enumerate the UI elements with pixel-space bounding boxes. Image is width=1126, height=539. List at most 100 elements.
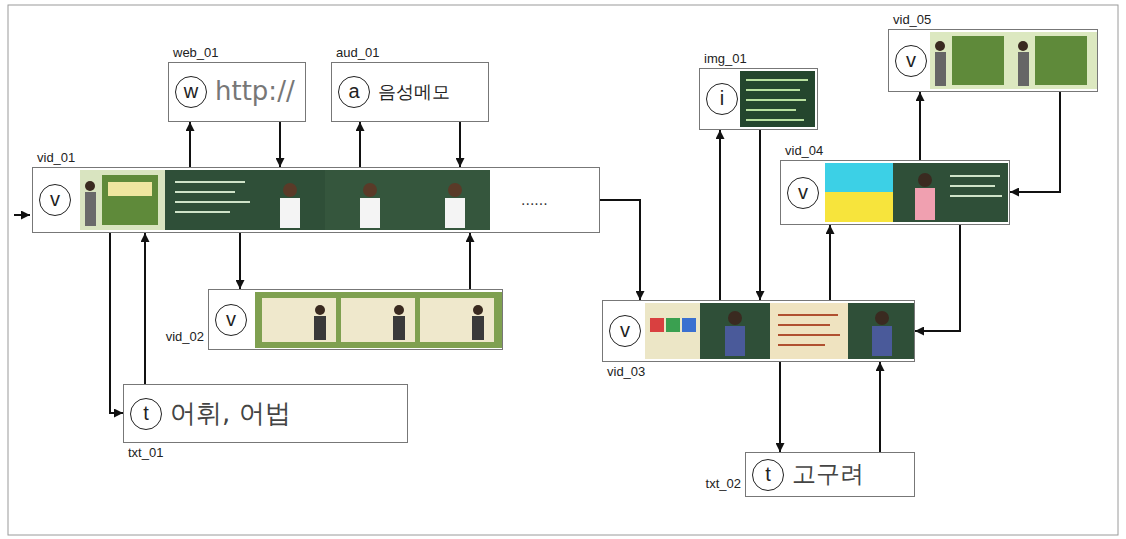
flow-arrow xyxy=(110,233,123,413)
flow-arrow xyxy=(279,122,281,167)
flow-arrow xyxy=(189,122,191,167)
media-box: t고구려txt_02 xyxy=(745,452,915,497)
thumb-frame xyxy=(80,170,165,230)
poster xyxy=(262,298,336,342)
media-type-icon: v xyxy=(215,304,247,336)
chalk-lines xyxy=(950,176,1002,196)
person-head xyxy=(363,183,377,197)
flow-arrow xyxy=(144,233,146,384)
media-type-icon: a xyxy=(338,76,370,108)
box-id-label: web_01 xyxy=(173,45,219,61)
person-head xyxy=(935,41,945,51)
media-type-icon: t xyxy=(752,459,784,491)
flow-arrow xyxy=(239,233,241,289)
entry-arrow xyxy=(14,214,30,216)
person-body xyxy=(915,188,935,220)
text-lines xyxy=(746,80,808,120)
media-box: whttp://web_01 xyxy=(168,62,306,122)
icon-letter: t xyxy=(143,403,149,423)
media-box: iimg_01 xyxy=(699,68,818,130)
person-head xyxy=(875,311,889,325)
tile xyxy=(650,318,664,332)
box-id-label: vid_02 xyxy=(166,329,204,345)
media-box: t어휘, 어법txt_01 xyxy=(123,384,408,443)
flow-arrow xyxy=(469,233,471,289)
person-body xyxy=(85,192,96,226)
chalkboard xyxy=(165,170,325,230)
box-id-label: vid_03 xyxy=(607,364,645,380)
media-box: vvid_02 xyxy=(208,289,503,350)
content-text: 어휘, 어법 xyxy=(170,398,291,429)
content-text: http:// xyxy=(215,76,295,107)
chalk-lines xyxy=(175,182,250,212)
poster xyxy=(341,298,415,342)
image-thumbnail xyxy=(740,71,815,127)
person-body xyxy=(280,198,300,228)
icon-letter: v xyxy=(798,182,808,202)
person-head xyxy=(728,311,742,325)
icon-letter: v xyxy=(620,320,630,340)
media-type-icon: v xyxy=(787,177,819,209)
box-id-label: vid_01 xyxy=(37,150,75,166)
person-body xyxy=(725,326,745,356)
chalkboard xyxy=(848,303,915,359)
thumb-band xyxy=(825,163,893,192)
media-box: vvid_04 xyxy=(780,160,1010,225)
poster xyxy=(1035,36,1087,85)
thumb-band xyxy=(825,192,893,222)
video-thumbnails xyxy=(80,170,490,230)
person-body xyxy=(1018,52,1029,86)
thumb-frame xyxy=(645,303,700,359)
person-body xyxy=(472,316,484,340)
person-head xyxy=(85,181,95,191)
person-head xyxy=(473,305,483,315)
person-body xyxy=(935,52,946,86)
poster xyxy=(102,175,158,225)
icon-letter: v xyxy=(226,309,236,329)
person-body xyxy=(445,198,465,228)
flow-arrow xyxy=(919,92,921,160)
box-id-label: txt_02 xyxy=(706,476,741,492)
icon-letter: a xyxy=(348,81,359,101)
tile xyxy=(682,318,696,332)
tile xyxy=(666,318,680,332)
person-head xyxy=(283,183,297,197)
video-thumbnails xyxy=(645,303,915,359)
icon-letter: t xyxy=(765,464,771,484)
thumb-frame xyxy=(740,71,815,127)
text-lines xyxy=(778,315,840,345)
flow-arrow xyxy=(915,225,960,331)
chalkboard xyxy=(893,163,1008,222)
box-id-label: vid_04 xyxy=(785,143,823,159)
flow-arrow xyxy=(359,122,361,167)
media-box: vvid_05 xyxy=(888,29,1098,92)
content-text: 음성메모 xyxy=(378,81,450,103)
icon-letter: i xyxy=(720,88,724,108)
box-id-label: txt_01 xyxy=(128,445,163,461)
person-body xyxy=(393,316,405,340)
poster-band xyxy=(108,182,152,196)
media-type-icon: w xyxy=(175,76,207,108)
chalkboard xyxy=(700,303,770,359)
video-thumbnails xyxy=(255,292,503,348)
box-id-label: aud_01 xyxy=(336,45,379,61)
media-type-icon: v xyxy=(609,315,641,347)
thumb-frame xyxy=(255,292,503,348)
media-box: vvid_01...... xyxy=(32,167,600,233)
flow-arrow xyxy=(879,362,881,452)
media-box: a음성메모aud_01 xyxy=(331,62,489,122)
box-id-label: img_01 xyxy=(704,51,747,67)
flow-arrow xyxy=(1010,92,1060,192)
content-text: 고구려 xyxy=(792,460,864,489)
flow-arrow xyxy=(779,362,781,452)
person-head xyxy=(315,305,325,315)
media-type-icon: v xyxy=(895,45,927,77)
video-thumbnails xyxy=(825,163,1008,222)
media-type-icon: i xyxy=(706,83,738,115)
person-head xyxy=(394,305,404,315)
person-body xyxy=(872,326,892,356)
media-box: vvid_03 xyxy=(602,300,915,362)
person-body xyxy=(360,198,380,228)
person-head xyxy=(1018,41,1028,51)
poster xyxy=(420,298,494,342)
